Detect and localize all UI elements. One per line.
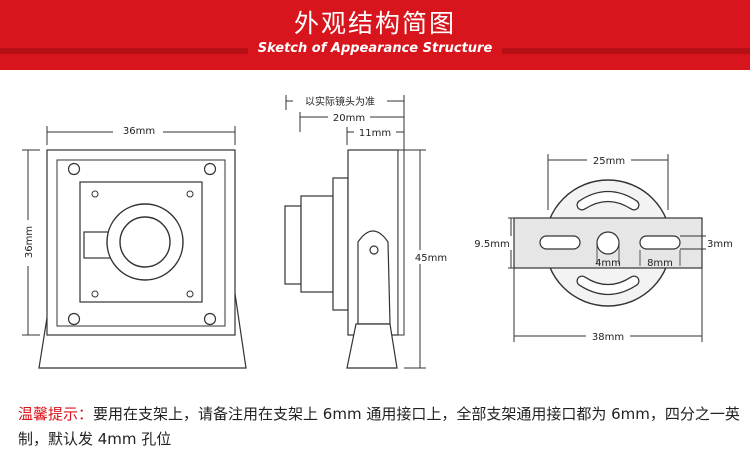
hole-label: 4mm xyxy=(595,258,621,269)
side-depth-label: 20mm xyxy=(333,113,365,124)
page-subtitle: Sketch of Appearance Structure xyxy=(257,41,493,56)
side-height-label: 45mm xyxy=(415,253,447,264)
front-height-label: 36mm xyxy=(24,226,35,258)
notice-body: 要用在支架上，请备注用在支架上 6mm 通用接口上，全部支架通用接口都为 6mm… xyxy=(18,405,740,448)
lens-note-label: 以实际镜头为准 xyxy=(305,95,375,108)
dial-diameter-label: 25mm xyxy=(593,156,625,167)
side-view: 以实际镜头为准 20mm 11mm 45mm xyxy=(284,94,451,369)
structure-drawing: 36mm 36mm 以实际镜头为准 xyxy=(20,94,733,369)
plate-height-label: 9.5mm xyxy=(474,239,509,250)
notice-text: 温馨提示：要用在支架上，请备注用在支架上 6mm 通用接口上，全部支架通用接口都… xyxy=(18,402,743,452)
banner-rule-right xyxy=(502,48,750,54)
page-title: 外观结构简图 xyxy=(293,9,456,38)
slot-length-label: 8mm xyxy=(647,258,673,269)
bracket-view: 25mm 9.5mm 3mm 4mm 8mm xyxy=(471,153,733,343)
banner-rule-left xyxy=(0,48,248,54)
notice-label: 温馨提示： xyxy=(18,405,94,423)
front-width-label: 36mm xyxy=(123,126,155,137)
plate-width-label: 38mm xyxy=(592,332,624,343)
front-view: 36mm 36mm xyxy=(20,123,247,369)
side-body-label: 11mm xyxy=(359,128,391,139)
slot-width-label: 3mm xyxy=(707,239,733,250)
header-banner: 外观结构简图 Sketch of Appearance Structure xyxy=(0,0,750,70)
